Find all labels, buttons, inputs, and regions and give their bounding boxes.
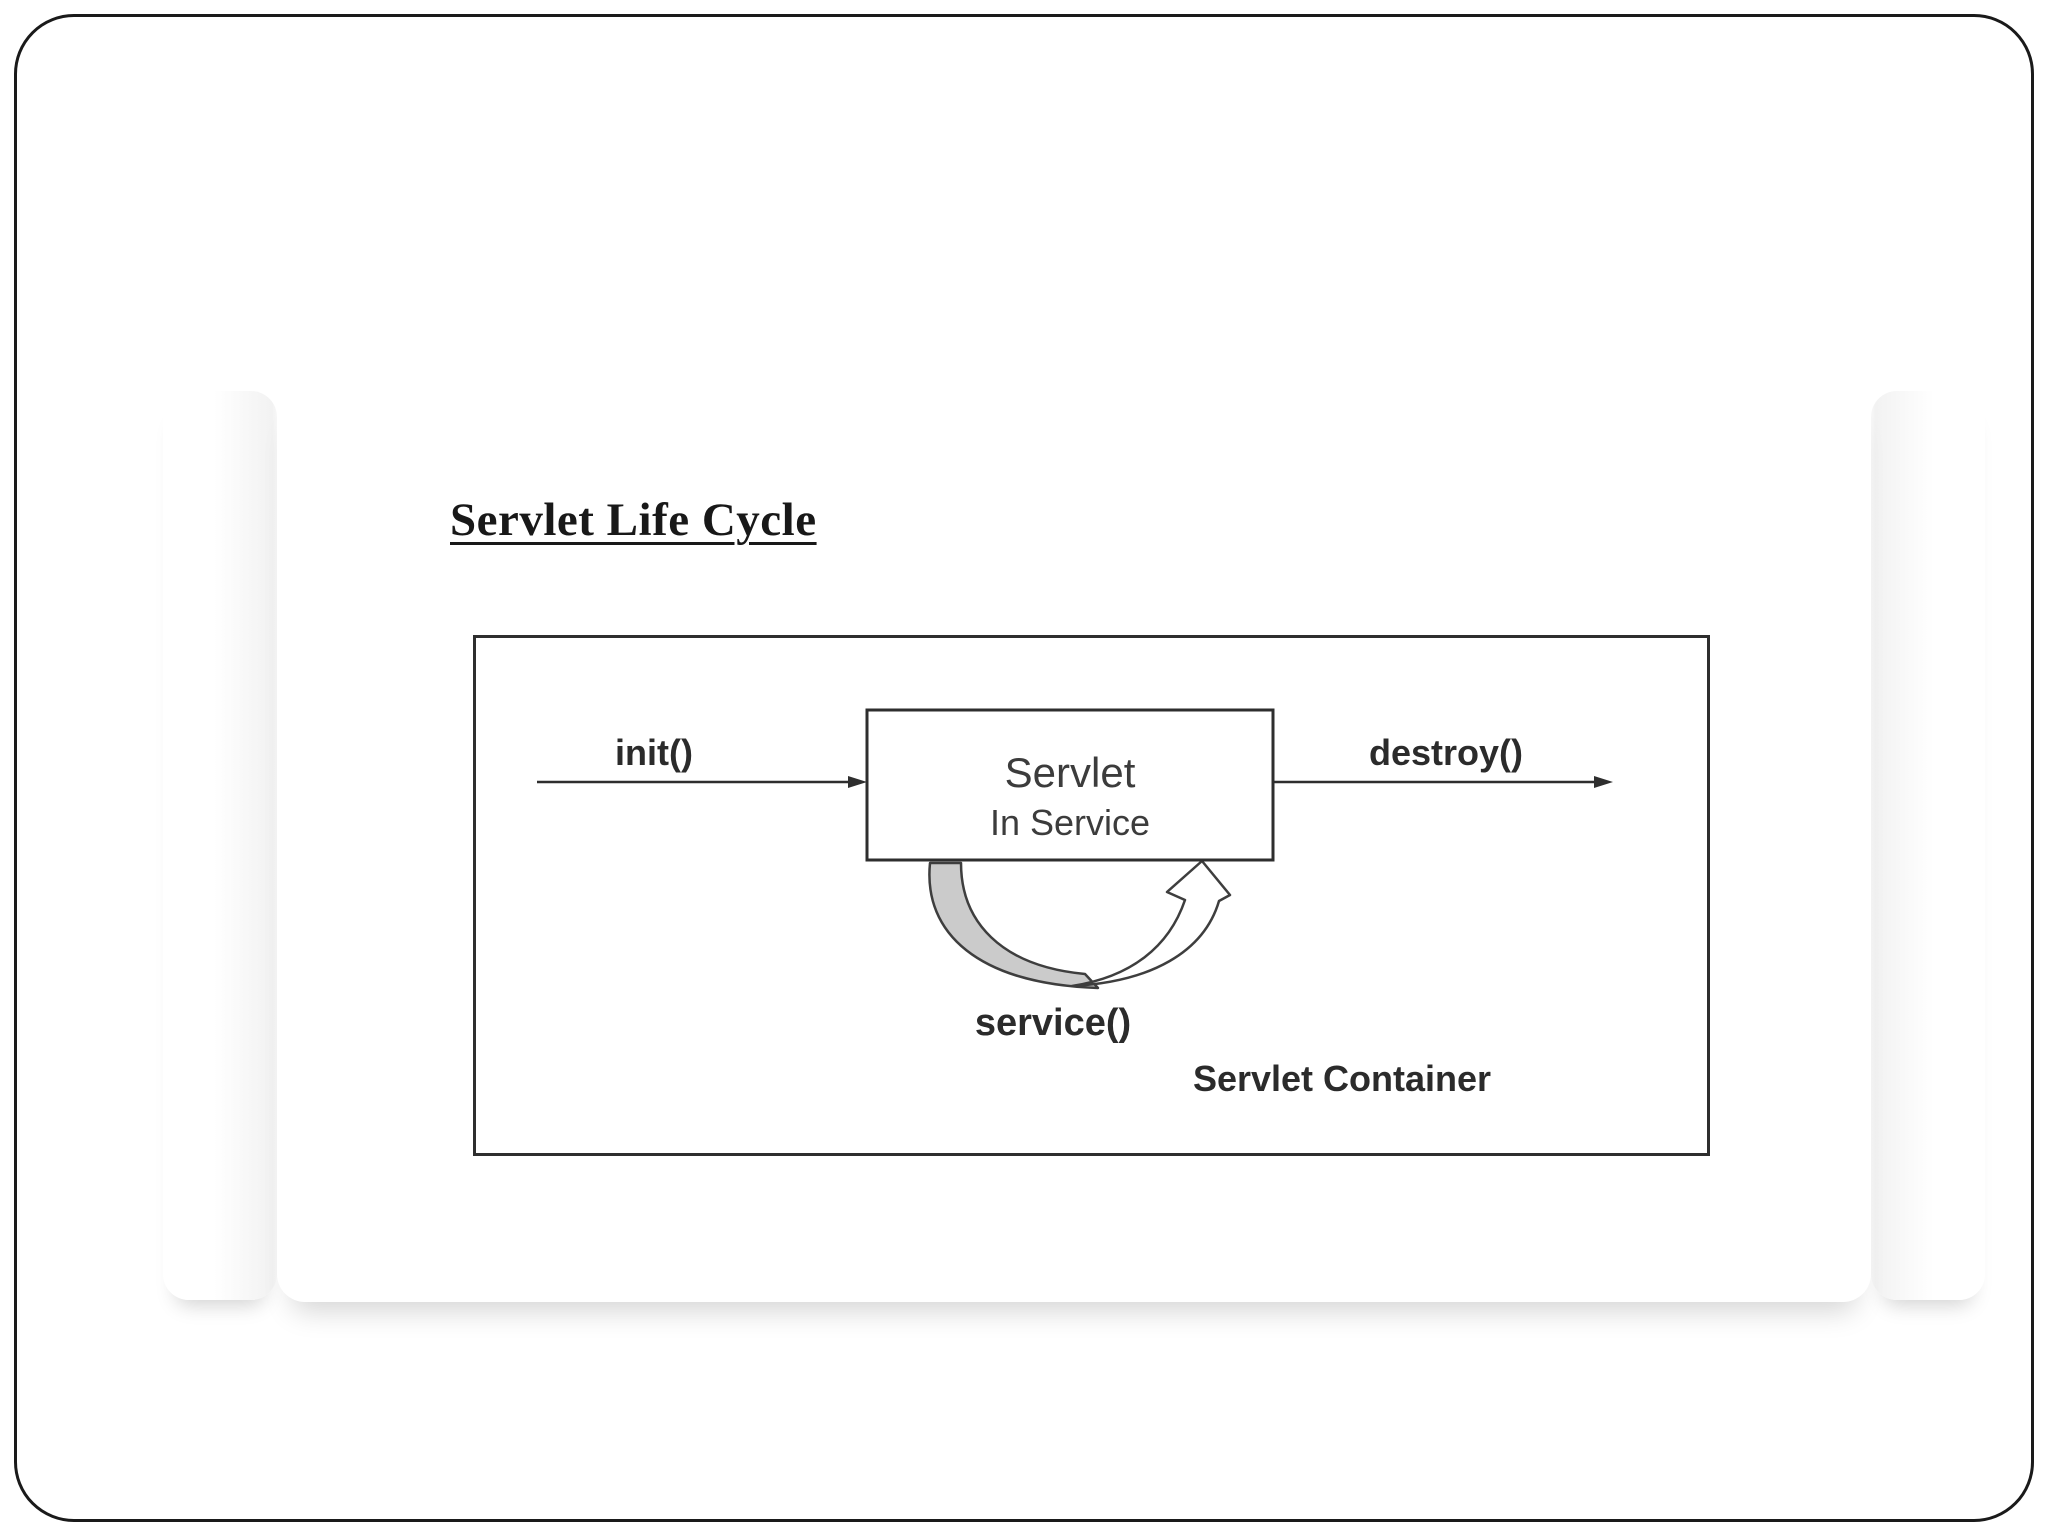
previous-slide-edge [163,391,277,1300]
init-arrowhead [848,776,867,788]
next-slide-edge [1871,391,1985,1300]
service-loop-gray-band [928,861,1100,990]
servlet-state-box [865,708,1275,862]
servlet-state-title: Servlet [1005,749,1136,796]
slide-title: Servlet Life Cycle [450,494,817,546]
service-label: service() [975,1002,1131,1044]
diagram-canvas: init() destroy() Servlet In Service serv… [473,635,1710,1156]
servlet-state-subtitle: In Service [990,802,1150,843]
servlet-lifecycle-diagram: init() destroy() Servlet In Service serv… [473,635,1710,1156]
destroy-label: destroy() [1369,732,1523,773]
init-label: init() [615,732,693,773]
destroy-arrowhead [1594,776,1613,788]
servlet-container-label: Servlet Container [1193,1058,1491,1099]
service-loop-arrow [1070,859,1232,988]
slide-card: Servlet Life Cycle init() destroy() Serv… [277,389,1871,1302]
